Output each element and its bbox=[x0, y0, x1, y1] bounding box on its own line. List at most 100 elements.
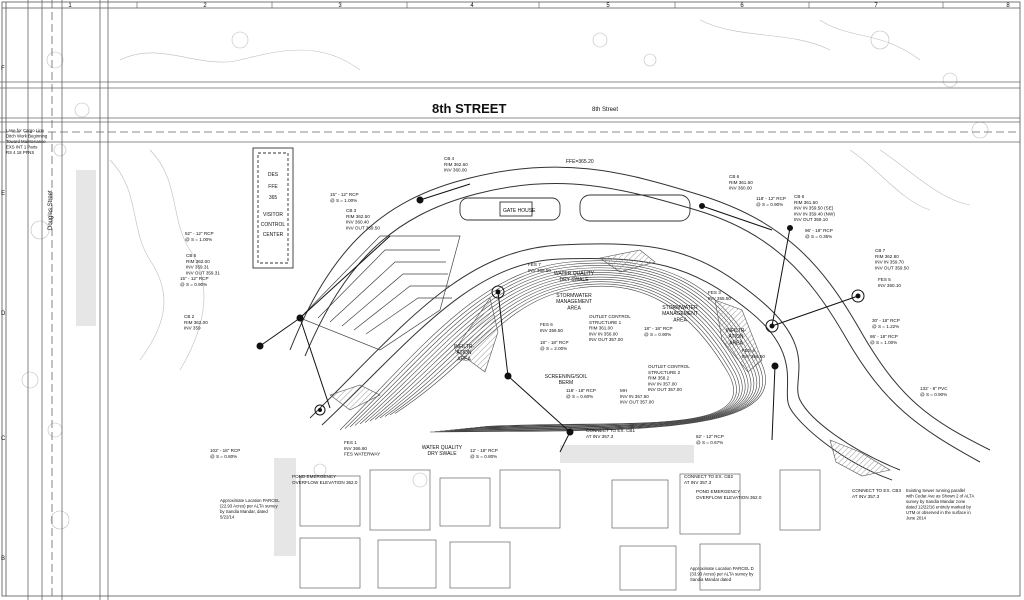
callout-fes3-line: FES 3 bbox=[708, 290, 721, 295]
callout-pipe-118b-line: @ S = 0.90% bbox=[756, 202, 783, 207]
callout-pipe-52-line: @ S = 1.00% bbox=[185, 237, 212, 242]
callout-ocs1-line: STRUCTURE 1 bbox=[589, 320, 622, 325]
callout-fes3-line: INV 355.50 bbox=[708, 296, 731, 301]
grid-column-label: 6 bbox=[740, 3, 744, 9]
note-note-parcel-d2-line: Sandia Mandar dated bbox=[690, 577, 732, 582]
area-wq-north-line: DRY SWALE bbox=[559, 277, 589, 283]
callout-pipe-86-line: 86' - 18" RCP bbox=[870, 334, 898, 339]
callout-pipe-132: 132' - 8" PVC@ S = 0.90% bbox=[920, 386, 948, 397]
area-berm-line: BERM bbox=[559, 380, 573, 386]
callout-cb4-line: RIM 362.60 bbox=[444, 162, 468, 167]
callout-pipe-18a: 18" - 18" RCP@ S = 2.00% bbox=[540, 340, 569, 351]
grid-column-label: 3 bbox=[338, 3, 342, 9]
grid-column-label: 8 bbox=[1006, 3, 1010, 9]
note-note-parcel-d-line: (22.93 Acres) per ALTA survey bbox=[220, 504, 278, 509]
area-infil-1-line: AREA bbox=[457, 356, 471, 362]
callout-pipe-118b: 118' - 12" RCP@ S = 0.90% bbox=[756, 196, 786, 207]
note-note-east-line: June 2014 bbox=[906, 516, 927, 521]
callout-pond-w-line: OVERFLOW ELEVATION 362.0 bbox=[292, 480, 358, 485]
note-note-east-line: Existing Sewer running parallel bbox=[906, 488, 965, 493]
callout-fes4-line: INV 356.50 bbox=[742, 354, 765, 359]
callout-cb7-line: INV OUT 359.50 bbox=[875, 265, 909, 270]
callout-cb-se-line: INV IN 359.50 (SE) bbox=[794, 206, 834, 211]
callout-pipe-30-line: @ S = 1.22% bbox=[872, 324, 899, 329]
callout-cb6-line: CB 6 bbox=[729, 174, 740, 179]
callout-pipe-86: 86' - 18" RCP@ S = 1.00% bbox=[870, 334, 898, 345]
callout-mh-line: INV IN 357.50 bbox=[620, 394, 649, 399]
area-infil-2-line: AREA bbox=[729, 340, 743, 346]
note-note-east-line: survey by Sandia Mandar zone bbox=[906, 499, 966, 504]
grid-row-label: C bbox=[1, 436, 6, 442]
callout-pond-e-line: POND EMERGENCY bbox=[696, 489, 740, 494]
note-note-parcel-d2-line: Approximate Location PARCEL D bbox=[690, 566, 754, 571]
grid-row-label: B bbox=[1, 556, 5, 562]
area-wq-south-line: DRY SWALE bbox=[427, 451, 457, 457]
callout-cb-se-line: INV IN 359.40 (NW) bbox=[794, 211, 835, 216]
callout-pipe-82-line: @ S = 0.67% bbox=[696, 440, 723, 445]
callout-pipe-102-line: 102' - 18" RCP bbox=[210, 448, 240, 453]
redaction-block-bottom-left bbox=[274, 458, 296, 556]
callout-cb6-line: INV 360.00 bbox=[729, 186, 752, 191]
callout-ocs2-line: RIM 358.2 bbox=[648, 376, 670, 381]
visitor-control-center bbox=[252, 147, 294, 269]
callout-fes1-line: INV 366.60 bbox=[344, 446, 367, 451]
callout-cb6-line: RIM 361.60 bbox=[729, 180, 753, 185]
note-note-east-line: with Cedar Ave as Shown 2 of ALTA bbox=[906, 494, 974, 499]
callout-cb2-line: INV 359 bbox=[184, 326, 201, 331]
street-small-label: 8th Street bbox=[592, 107, 618, 113]
callout-ocs1-line: INV IN 356.00 bbox=[589, 331, 618, 336]
note-note-west-line: RS 4 18 PFNS bbox=[6, 150, 34, 155]
callout-ocs1-line: OUTLET CONTROL bbox=[589, 314, 631, 319]
area-swm-1-line: STORMWATER bbox=[556, 293, 592, 299]
callout-pond-e-line: OVERFLOW ELEVATION 362.0 bbox=[696, 495, 762, 500]
callout-pipe-18b-line: 18" - 18" RCP bbox=[644, 326, 673, 331]
area-wq-north-line: WATER QUALITY bbox=[554, 271, 595, 277]
grid-column-label: 1 bbox=[68, 3, 72, 9]
callout-pipe-102-line: @ S = 0.80% bbox=[210, 454, 237, 459]
callout-pipe-132-line: @ S = 0.90% bbox=[920, 392, 947, 397]
callout-cb3x-line: CONNECT TO EX. CB3 bbox=[852, 488, 901, 493]
area-wq-south-line: WATER QUALITY bbox=[422, 445, 463, 451]
callout-pond-w-line: POND EMERGENCY bbox=[292, 474, 336, 479]
visitor-center-label: 365 bbox=[269, 195, 278, 201]
callout-pipe-118b-line: 118' - 12" RCP bbox=[756, 196, 786, 201]
callout-fes6-line: FES 6 bbox=[540, 322, 553, 327]
callout-ocs1-line: RIM 361.00 bbox=[589, 326, 613, 331]
grid-row-label: E bbox=[1, 191, 5, 197]
area-infil-1-line: INFILTR- bbox=[454, 344, 475, 350]
callout-pipe-15-line: 15" - 12" RCP bbox=[330, 192, 359, 197]
callout-pipe-118-line: 118' - 18" RCP bbox=[566, 388, 596, 393]
callout-pipe-18b-line: @ S = 0.90% bbox=[644, 332, 671, 337]
callout-pipe-82: 82' - 12" RCP@ S = 0.67% bbox=[696, 434, 724, 445]
note-note-west-line: EXS INT 1 Parts bbox=[6, 145, 37, 150]
area-infil-2-line: ATION bbox=[729, 334, 744, 340]
gate-house-ffe: FFE=365.20 bbox=[566, 159, 594, 165]
callout-cb1-line: CONNECT TO EX. CB1 bbox=[586, 428, 635, 433]
loop-road bbox=[289, 166, 991, 481]
area-swm-1-line: MANAGEMENT bbox=[556, 299, 592, 305]
grid-column-label: 5 bbox=[606, 3, 610, 9]
callout-cb1-line: AT INV 357.3 bbox=[586, 434, 614, 439]
callout-pipe-15b-line: 15" - 12" RCP bbox=[180, 276, 209, 281]
callout-fes1-line: FES 1 bbox=[344, 440, 357, 445]
south-buildings bbox=[299, 469, 821, 591]
callout-pipe-30-line: 30' - 18" RCP bbox=[872, 318, 900, 323]
callout-cb7-line: CB 7 bbox=[875, 248, 886, 253]
survey-notes: Approximate Location PARCEL(22.93 Acres)… bbox=[6, 128, 974, 582]
side-road-label: Douglas Street bbox=[48, 190, 54, 230]
